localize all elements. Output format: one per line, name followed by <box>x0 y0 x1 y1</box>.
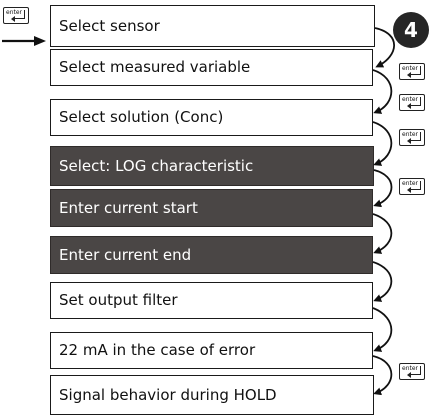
connector-arrow <box>372 121 393 166</box>
connector-arrow <box>372 261 393 302</box>
step-select-sensor: Select sensor <box>50 5 375 47</box>
connector-arrow <box>372 69 393 114</box>
step-label: Select: LOG characteristic <box>59 156 254 175</box>
connector-arrow <box>372 213 393 254</box>
step-22ma-error: 22 mA in the case of error <box>50 332 373 369</box>
enter-key-icon: enter <box>3 7 29 24</box>
enter-key-icon: enter <box>399 178 425 195</box>
enter-key-label: enter <box>6 9 23 16</box>
step-label: Select solution (Conc) <box>59 108 224 126</box>
enter-key-icon: enter <box>399 94 425 111</box>
connector-arrow <box>374 27 395 68</box>
step-signal-behavior-hold: Signal behavior during HOLD <box>50 375 374 415</box>
step-label: Enter current end <box>59 245 192 264</box>
step-select-log-characteristic: Select: LOG characteristic <box>50 146 374 186</box>
step-select-solution: Select solution (Conc) <box>50 99 373 136</box>
enter-key-label: enter <box>402 131 419 138</box>
enter-key-icon: enter <box>399 363 425 380</box>
step-enter-current-start: Enter current start <box>50 189 373 227</box>
enter-key-icon: enter <box>399 63 425 80</box>
step-label: 22 mA in the case of error <box>59 341 256 359</box>
step-label: Select measured variable <box>59 58 251 76</box>
enter-key-label: enter <box>402 96 419 103</box>
connector-arrow <box>372 307 393 352</box>
step-set-output-filter: Set output filter <box>50 282 373 319</box>
step-label: Select sensor <box>59 16 160 35</box>
enter-key-label: enter <box>402 65 419 72</box>
step-number-badge: 4 <box>393 12 429 48</box>
step-label: Set output filter <box>59 291 178 309</box>
step-enter-current-end: Enter current end <box>50 236 373 274</box>
step-label: Signal behavior during HOLD <box>59 385 277 404</box>
connector-arrow <box>373 169 393 208</box>
enter-key-icon: enter <box>399 129 425 146</box>
step-label: Enter current start <box>59 198 198 217</box>
enter-key-label: enter <box>402 365 419 372</box>
connector-arrow <box>372 355 393 396</box>
step-select-measured-variable: Select measured variable <box>50 49 373 86</box>
entry-arrow <box>2 36 46 46</box>
enter-key-label: enter <box>402 180 419 187</box>
